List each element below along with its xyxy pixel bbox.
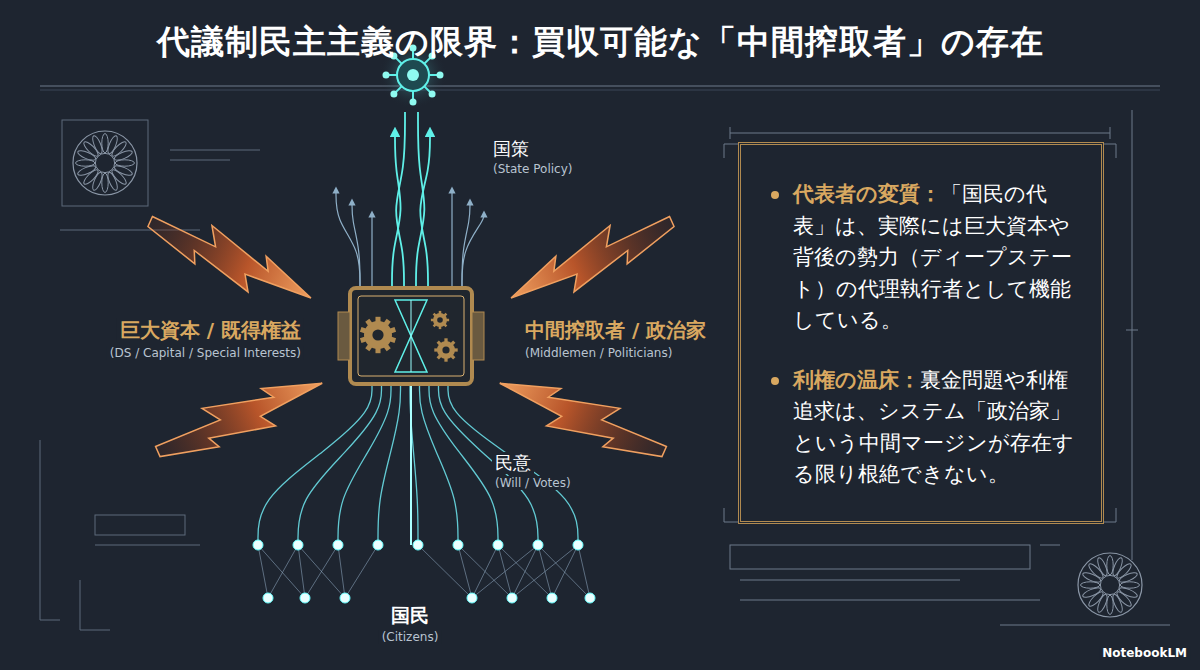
rosette-emblem (1078, 553, 1142, 617)
lightning-bolt (500, 202, 681, 316)
bullet-heading: 代表者の変質： (793, 182, 941, 206)
lightning-bolt (140, 202, 321, 316)
label: 国民 (388, 604, 432, 627)
rosette-emblem (73, 131, 137, 195)
text-panel: 代表者の変質：「国民の代表」は、実際には巨大資本や背後の勢力（ディープステート）… (738, 142, 1104, 524)
lightning-bolt (149, 360, 330, 474)
bullet-item: 代表者の変質：「国民の代表」は、実際には巨大資本や背後の勢力（ディープステート）… (771, 179, 1075, 337)
label-sub: (Will / Votes) (492, 476, 574, 490)
title: 代議制民主主義の限界：買収可能な「中間搾取者」の存在 (0, 20, 1200, 65)
label-sub: (Middlemen / Politicians) (522, 346, 675, 360)
watermark: NotebookLM (1099, 646, 1190, 660)
bullet-item: 利権の温床：裏金問題や利権追求は、システム「政治家」という中間マージンが存在する… (771, 365, 1075, 491)
bullet-dot (771, 377, 779, 385)
label: 民意 (492, 452, 534, 474)
label-sub: (State Policy) (490, 162, 575, 176)
label: 巨大資本 / 既得権益 (117, 318, 304, 342)
label-sub: (DS / Capital / Special Interests) (107, 346, 304, 360)
bullet-heading: 利権の温床： (793, 368, 920, 392)
bullet-dot (771, 191, 779, 199)
label: 国策 (490, 138, 532, 160)
label-sub: (Citizens) (379, 630, 442, 644)
label: 中間搾取者 / 政治家 (522, 318, 709, 342)
lightning-bolt (492, 360, 673, 474)
